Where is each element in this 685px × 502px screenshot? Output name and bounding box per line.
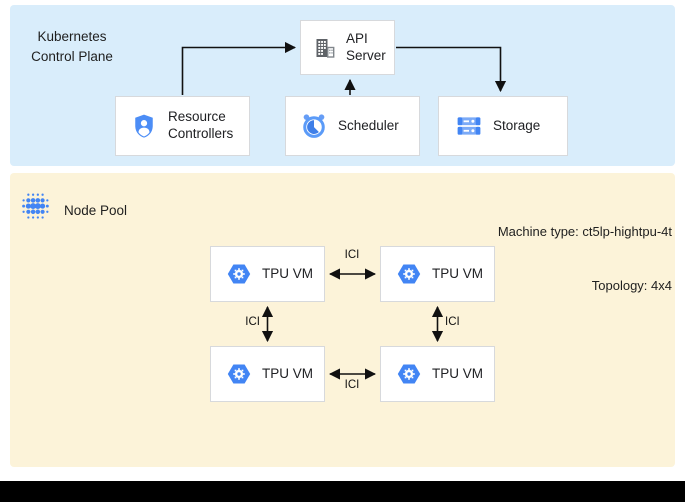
node-pool-panel — [10, 173, 675, 467]
tpu-vm-label: TPU VM — [262, 265, 314, 281]
storage-racks-icon — [455, 112, 483, 140]
tpu-vm-node-top-right: TPU VM — [380, 246, 495, 302]
tpu-vm-label: TPU VM — [432, 365, 484, 381]
scheduler-label: Scheduler — [338, 117, 399, 133]
topology-text: Topology: 4x4 — [591, 278, 672, 293]
ici-label-right: ICI — [445, 316, 460, 328]
tpu-vm-node-bottom-left: TPU VM — [210, 346, 325, 402]
storage-label: Storage — [493, 117, 541, 133]
ici-label-bottom: ICI — [344, 379, 360, 391]
ici-label-top: ICI — [344, 249, 360, 261]
scheduler-node: Scheduler — [285, 96, 420, 156]
tpu-hexagon-icon — [396, 361, 422, 387]
tpu-hexagon-icon — [226, 261, 252, 287]
tpu-hexagon-icon — [396, 261, 422, 287]
resource-controllers-node: Resource Controllers — [115, 96, 250, 156]
machine-type-text: Machine type: ct5lp-hightpu-4t — [497, 224, 672, 239]
node-pool-dots-icon — [16, 189, 54, 227]
building-icon — [313, 36, 337, 60]
node-pool-title: Node Pool — [64, 203, 128, 218]
node-pool-meta: Machine type: ct5lp-hightpu-4t Topology:… — [498, 187, 672, 331]
storage-node: Storage — [438, 96, 568, 156]
resource-controllers-label: Resource Controllers — [168, 109, 234, 141]
api-server-label: API Server — [346, 30, 386, 63]
alarm-clock-icon — [300, 112, 328, 140]
tpu-vm-label: TPU VM — [432, 265, 484, 281]
control-plane-title: Kubernetes Control Plane — [31, 29, 113, 64]
ici-label-left: ICI — [245, 316, 260, 328]
shield-user-icon — [130, 112, 158, 140]
tpu-hexagon-icon — [226, 361, 252, 387]
tpu-vm-label: TPU VM — [262, 365, 314, 381]
bottom-bar — [0, 481, 685, 502]
tpu-vm-node-top-left: TPU VM — [210, 246, 325, 302]
api-server-node: API Server — [300, 20, 395, 75]
tpu-vm-node-bottom-right: TPU VM — [380, 346, 495, 402]
